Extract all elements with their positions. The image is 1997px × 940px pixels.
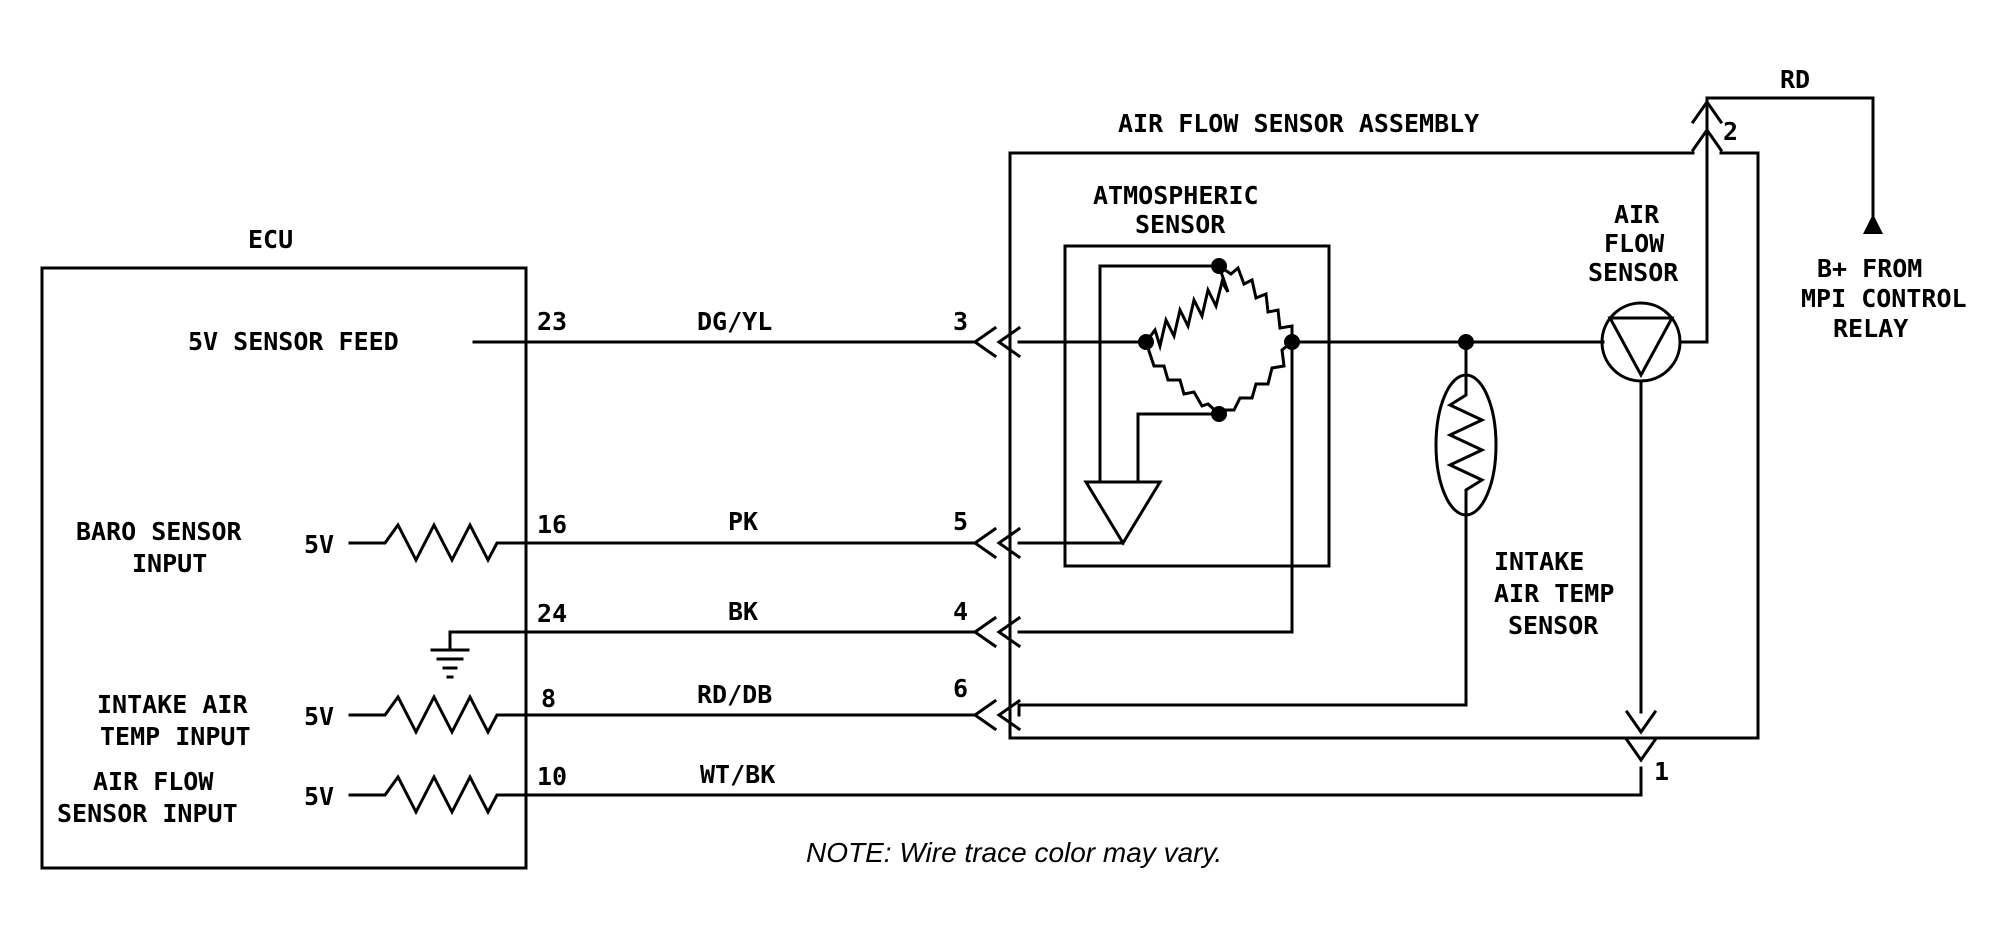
assembly-label: AIR FLOW SENSOR ASSEMBLY (1118, 109, 1479, 138)
ecu-pin-10: 10 (537, 762, 567, 791)
assembly-box (1008, 151, 1760, 740)
ground-symbol (430, 630, 528, 679)
ecu-label: ECU (248, 225, 293, 254)
iat-input-label-1: INTAKE AIR (97, 690, 248, 719)
wire-color-pk: PK (728, 507, 758, 536)
afs-label-1: AIR (1614, 200, 1660, 229)
afs-pullup-resistor (348, 773, 528, 816)
conn-pin-2: 2 (1723, 117, 1738, 146)
bridge-sensor (1138, 258, 1300, 422)
baro-input-label-2: INPUT (132, 549, 207, 578)
note-text: NOTE: Wire trace color may vary. (806, 837, 1222, 868)
wire-wtbk (524, 766, 1643, 797)
atmospheric-label-1: ATMOSPHERIC (1093, 181, 1259, 210)
wire-color-rddb: RD/DB (697, 680, 772, 709)
conn-pin-1: 1 (1654, 757, 1669, 786)
bplus-label-3: RELAY (1833, 314, 1908, 343)
amplifier-triangle (1083, 480, 1163, 546)
connector-5 (972, 526, 1022, 560)
connector-4 (972, 615, 1022, 649)
ecu-pin-8: 8 (541, 684, 556, 713)
iat-pullup-resistor (348, 693, 528, 736)
five-volt-afs: 5V (304, 782, 334, 811)
iat-thermistor-element (1446, 373, 1486, 517)
afs-input-label-2: SENSOR INPUT (57, 799, 238, 828)
wire-color-wtbk: WT/BK (700, 760, 775, 789)
connector-3 (972, 325, 1022, 359)
afs-input-label-1: AIR FLOW (93, 767, 214, 796)
wire-color-dgyl: DG/YL (697, 307, 772, 336)
conn-pin-5: 5 (953, 507, 968, 536)
connector-1 (1624, 709, 1658, 763)
bplus-label-1: B+ FROM (1817, 254, 1922, 283)
ecu-box (40, 266, 528, 870)
iat-label-3: SENSOR (1508, 611, 1599, 640)
five-volt-baro: 5V (304, 530, 334, 559)
atmospheric-sensor-box (1063, 244, 1331, 568)
conn-pin-4: 4 (953, 597, 968, 626)
bplus-arrow (1863, 214, 1883, 234)
sensor-feed-label: 5V SENSOR FEED (188, 327, 399, 356)
iat-label-1: INTAKE (1494, 547, 1584, 576)
ecu-pin-16: 16 (537, 510, 567, 539)
afs-triangle (1607, 316, 1675, 379)
ecu-pin-24: 24 (537, 599, 567, 628)
rd-wire (1705, 96, 1875, 224)
afs-power-wire (1678, 100, 1709, 344)
iat-label-2: AIR TEMP (1494, 579, 1614, 608)
afs-label-2: FLOW (1604, 229, 1665, 258)
conn-pin-3: 3 (953, 307, 968, 336)
bplus-label-2: MPI CONTROL (1801, 284, 1967, 313)
iat-return-wire (1017, 513, 1468, 717)
atmospheric-label-2: SENSOR (1135, 210, 1226, 239)
rd-label: RD (1780, 65, 1810, 94)
bridge-top-lead (1098, 264, 1221, 484)
wire-color-bk: BK (728, 597, 758, 626)
ecu-pin-23: 23 (537, 307, 567, 336)
afs-circle (1600, 301, 1682, 383)
connector-6 (972, 698, 1022, 732)
afs-label-3: SENSOR (1588, 258, 1679, 287)
bridge-ground-wire (1017, 340, 1294, 634)
iat-input-label-2: TEMP INPUT (100, 722, 251, 751)
five-volt-iat: 5V (304, 702, 334, 731)
bridge-bottom-lead (1136, 412, 1221, 484)
baro-input-label-1: BARO SENSOR (76, 517, 243, 546)
conn-pin-6: 6 (953, 674, 968, 703)
baro-pullup-resistor (348, 521, 528, 564)
